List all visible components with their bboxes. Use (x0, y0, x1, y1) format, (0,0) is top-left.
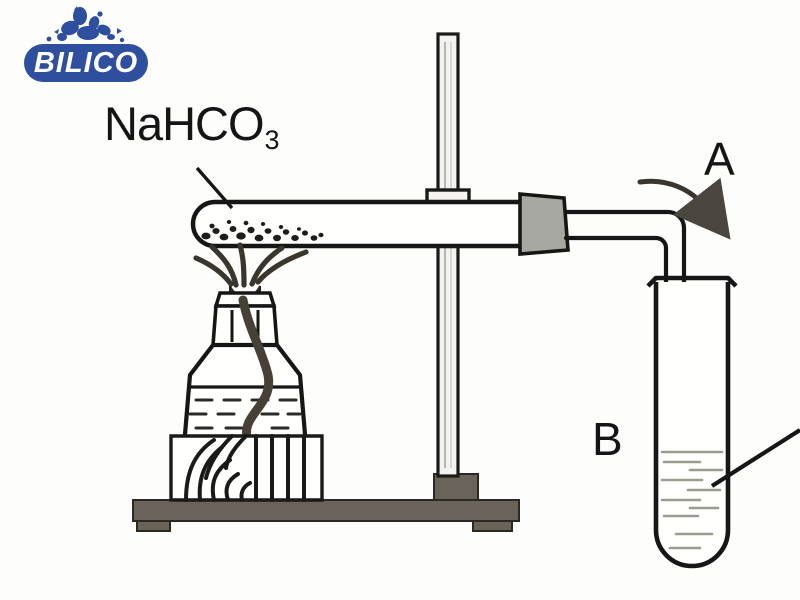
bilico-watermark: BILICO (18, 6, 154, 84)
wooden-block (169, 434, 324, 502)
label-point-a: A (704, 133, 735, 185)
arrow-a (637, 177, 731, 240)
retort-stand-rod (436, 32, 460, 478)
flame (193, 242, 309, 288)
heated-test-tube (190, 199, 523, 249)
leader-line-nahco3 (195, 166, 234, 210)
nahco3-powder (201, 220, 324, 242)
label-point-b: B (592, 413, 623, 465)
bilico-wordmark: BILICO (33, 46, 139, 79)
collection-test-tube (646, 275, 738, 569)
label-nahco3-formula: NaHCO (104, 97, 265, 150)
stand-base (132, 473, 520, 532)
water-splash-icon (46, 6, 125, 43)
label-nahco3: NaHCO3 (104, 96, 280, 155)
leader-line-right (710, 428, 800, 488)
bilico-plate (24, 44, 148, 82)
rubber-stopper (518, 192, 570, 256)
label-nahco3-subscript: 3 (264, 125, 280, 155)
limewater (660, 450, 724, 550)
